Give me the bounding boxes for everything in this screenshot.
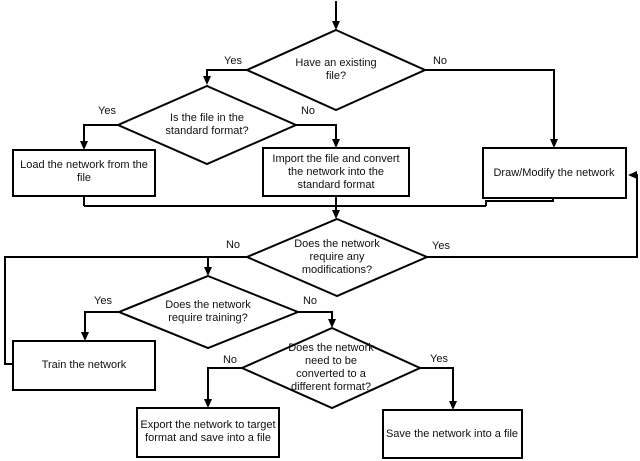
process-draw-modify xyxy=(482,147,627,199)
process-load-network xyxy=(12,149,156,197)
edge-label-conversion-yes: Yes xyxy=(430,353,448,365)
process-train-network-label: Train the network xyxy=(41,359,127,371)
edge-bus-to-modifications xyxy=(83,196,554,219)
decision-have-existing-file xyxy=(244,28,428,112)
edge-label-modifications-yes: Yes xyxy=(432,240,450,252)
edge-entry xyxy=(332,1,340,30)
process-save-network xyxy=(382,409,523,459)
edge-label-have-file-no: No xyxy=(432,55,448,67)
decision-require-training-label: Does the network require training? xyxy=(165,299,251,324)
process-draw-modify-label: Draw/Modify the network xyxy=(493,167,615,179)
arrowhead-icon xyxy=(81,332,89,341)
edge-label-modifications-no: No xyxy=(225,239,241,251)
process-import-convert xyxy=(262,147,410,197)
process-import-convert-label: Import the file and convert the network … xyxy=(272,153,400,191)
edge-standard-no xyxy=(296,124,340,148)
process-save-network-label: Save the network into a file xyxy=(385,428,519,440)
edge-have-file-no xyxy=(425,69,558,148)
arrowhead-icon xyxy=(80,141,88,150)
process-load-network-label: Load the network from the file xyxy=(20,159,148,184)
arrowhead-icon xyxy=(332,139,340,148)
arrowhead-icon xyxy=(449,401,457,410)
decision-is-standard-format xyxy=(115,84,299,166)
edge-training-yes xyxy=(81,311,119,341)
edge-label-training-no: No xyxy=(302,295,318,307)
process-train-network xyxy=(12,340,156,391)
decision-need-conversion-label: Does the network need to be converted to… xyxy=(288,342,374,393)
arrowhead-icon xyxy=(204,267,212,276)
arrowhead-icon xyxy=(550,139,558,148)
decision-require-training xyxy=(116,274,301,350)
decision-need-conversion xyxy=(239,326,423,410)
arrowhead-icon xyxy=(203,76,211,85)
process-export-network xyxy=(136,407,280,458)
arrowhead-icon xyxy=(628,171,637,179)
decision-require-modifications xyxy=(244,217,430,298)
arrowhead-icon xyxy=(328,319,336,328)
arrowhead-icon xyxy=(204,399,212,408)
decision-have-existing-file-label: Have an existing file? xyxy=(295,57,377,82)
edge-label-standard-yes: Yes xyxy=(98,105,116,117)
arrowhead-icon xyxy=(332,210,340,219)
edge-label-standard-no: No xyxy=(300,105,316,117)
edge-label-training-yes: Yes xyxy=(94,295,112,307)
edge-training-no xyxy=(298,311,336,328)
edge-label-conversion-no: No xyxy=(222,354,238,366)
edge-modifications-no xyxy=(4,256,247,365)
arrowhead-icon xyxy=(332,21,340,30)
edge-conversion-no xyxy=(204,367,242,408)
edge-standard-yes xyxy=(80,124,118,150)
edge-conversion-yes xyxy=(420,367,457,410)
edge-label-have-file-yes: Yes xyxy=(224,55,242,67)
edge-have-file-yes xyxy=(203,69,247,85)
decision-require-modifications-label: Does the network require any modificatio… xyxy=(294,238,380,276)
decision-is-standard-format-label: Is the file in the standard format? xyxy=(165,112,249,137)
process-export-network-label: Export the network to target format and … xyxy=(140,419,276,444)
edge-modifications-yes xyxy=(427,171,638,258)
